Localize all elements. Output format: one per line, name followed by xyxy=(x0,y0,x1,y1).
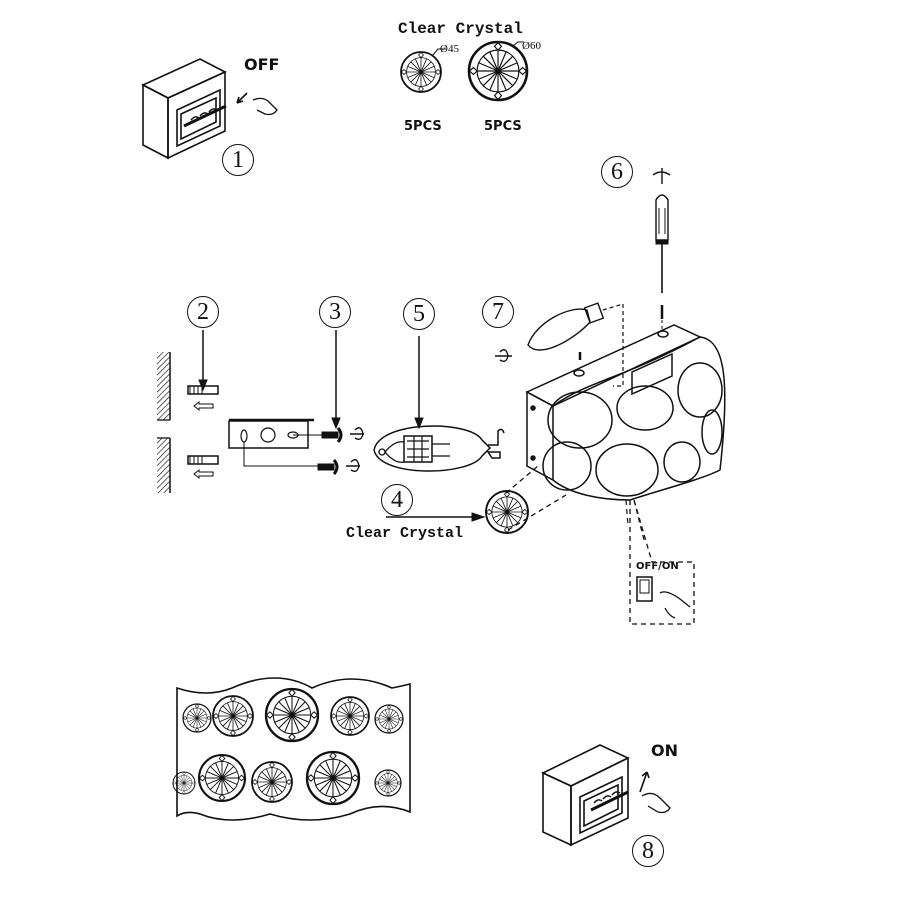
wall-switch-on xyxy=(541,744,671,847)
step-7-marker: 7 xyxy=(482,296,514,328)
crystal-large-qty: 5PCS xyxy=(484,119,522,134)
step-6-marker: 6 xyxy=(601,156,633,188)
off-on-label: OFF/ON xyxy=(636,561,679,572)
crystal-small-qty: 5PCS xyxy=(404,119,442,134)
screwdriver xyxy=(652,168,671,332)
step-4-marker: 4 xyxy=(381,484,413,516)
mounting-bracket xyxy=(228,330,364,475)
crystal-insert xyxy=(386,465,567,533)
on-label: ON xyxy=(651,741,678,760)
switch-callout xyxy=(629,499,695,625)
step-5-marker: 5 xyxy=(403,298,435,330)
step4-crystal-label: Clear Crystal xyxy=(346,525,464,542)
step-1-marker: 1 xyxy=(222,144,254,176)
terminal-block xyxy=(373,336,505,472)
crystal-small-diameter: Ø45 xyxy=(440,43,459,55)
crystal-header-title: Clear Crystal xyxy=(398,20,523,38)
step-2-marker: 2 xyxy=(187,296,219,328)
crystal-samples xyxy=(400,40,529,102)
assembled-shade xyxy=(173,678,411,821)
off-label: OFF xyxy=(244,55,280,74)
wall xyxy=(157,352,171,493)
crystal-large-diameter: Ø60 xyxy=(522,40,541,52)
wall-anchors xyxy=(187,330,219,480)
wall-sconce-fixture xyxy=(525,324,726,541)
candle-bulb xyxy=(495,302,624,387)
step-3-marker: 3 xyxy=(319,296,351,328)
step-8-marker: 8 xyxy=(632,835,664,867)
wall-switch-off xyxy=(141,58,278,160)
